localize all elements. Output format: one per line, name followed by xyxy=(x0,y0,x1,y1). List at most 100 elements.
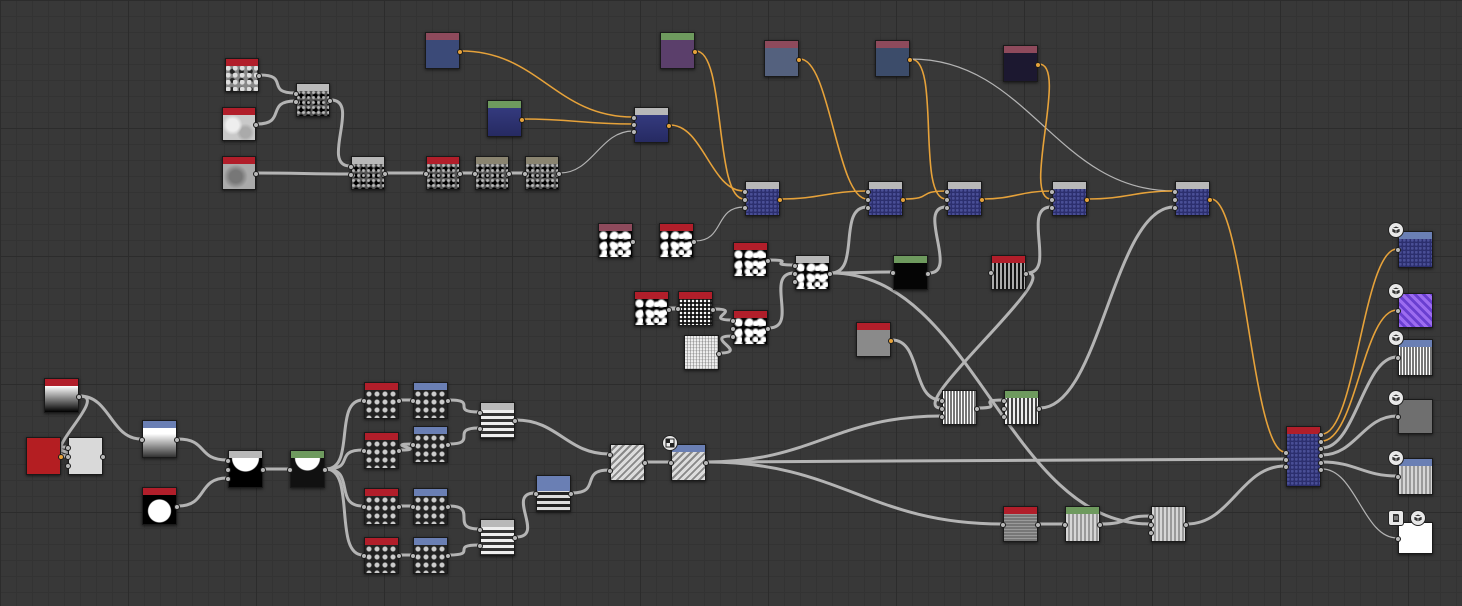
output-port[interactable] xyxy=(457,49,463,55)
output-node-basecolor[interactable] xyxy=(1395,231,1433,268)
input-port[interactable] xyxy=(361,504,367,510)
input-port[interactable] xyxy=(730,326,736,332)
input-port[interactable] xyxy=(1283,450,1289,456)
connection-wire[interactable] xyxy=(447,426,481,446)
tile-node-1b[interactable] xyxy=(410,382,451,419)
output-port[interactable] xyxy=(765,326,771,332)
output-port[interactable] xyxy=(445,504,451,510)
output-port[interactable] xyxy=(512,418,518,424)
input-port[interactable] xyxy=(225,467,231,473)
connection-wire[interactable] xyxy=(933,271,1035,410)
input-port[interactable] xyxy=(477,410,483,416)
output-port[interactable] xyxy=(1318,432,1324,438)
input-port[interactable] xyxy=(865,205,871,211)
material-node[interactable] xyxy=(1283,426,1324,487)
crumple-node[interactable] xyxy=(684,335,722,370)
connection-wire[interactable] xyxy=(176,476,229,508)
warp-node-wave-c[interactable] xyxy=(533,475,574,512)
output-port[interactable] xyxy=(710,307,716,313)
output-port[interactable] xyxy=(716,351,722,357)
output-port[interactable] xyxy=(322,467,328,473)
input-port[interactable] xyxy=(939,414,945,420)
connection-wire[interactable] xyxy=(694,206,745,242)
input-port[interactable] xyxy=(792,263,798,269)
output-port[interactable] xyxy=(382,171,388,177)
input-port[interactable] xyxy=(1001,414,1007,420)
output-port[interactable] xyxy=(1036,406,1042,412)
connection-wire[interactable] xyxy=(514,491,537,539)
input-port[interactable] xyxy=(742,189,748,195)
connection-wire[interactable] xyxy=(669,124,745,192)
input-port[interactable] xyxy=(607,468,613,474)
output-port[interactable] xyxy=(556,171,562,177)
connection-wire[interactable] xyxy=(767,258,796,267)
gradient-node-linear[interactable] xyxy=(44,378,82,413)
input-port[interactable] xyxy=(1283,457,1289,463)
levels-node-olive-a[interactable] xyxy=(472,156,512,190)
blend-node-final[interactable] xyxy=(1148,506,1189,542)
connection-wire[interactable] xyxy=(712,307,734,322)
input-port[interactable] xyxy=(477,426,483,432)
input-port[interactable] xyxy=(988,270,994,276)
tile-node-2a[interactable] xyxy=(361,432,402,469)
connection-wire[interactable] xyxy=(570,468,611,495)
input-port[interactable] xyxy=(944,205,950,211)
output-port[interactable] xyxy=(174,437,180,443)
noise-node-c[interactable] xyxy=(222,156,259,190)
output-port[interactable] xyxy=(888,338,894,344)
output-port[interactable] xyxy=(1084,197,1090,203)
output-port[interactable] xyxy=(1035,62,1041,68)
connection-wire[interactable] xyxy=(890,338,943,402)
levels-node-halfdisc[interactable] xyxy=(287,450,328,488)
output-port[interactable] xyxy=(692,49,698,55)
input-port[interactable] xyxy=(361,553,367,559)
output-port[interactable] xyxy=(979,197,985,203)
tile-node-2b[interactable] xyxy=(410,426,451,463)
uniform-node-red[interactable] xyxy=(26,437,64,475)
tile-node-3a[interactable] xyxy=(361,488,402,525)
output-node-ao[interactable] xyxy=(1395,522,1433,554)
gradient-node-soft[interactable] xyxy=(139,420,180,458)
warp-node-stripes[interactable] xyxy=(988,255,1029,290)
connection-wire[interactable] xyxy=(324,398,365,471)
warp-node-wave-b[interactable] xyxy=(477,519,518,556)
splat-node-a[interactable] xyxy=(598,223,636,258)
noise-node-a[interactable] xyxy=(225,58,262,92)
warp-node-wave-a[interactable] xyxy=(477,402,518,439)
input-port[interactable] xyxy=(410,553,416,559)
input-port[interactable] xyxy=(944,189,950,195)
levels-node-black[interactable] xyxy=(890,255,931,290)
input-port[interactable] xyxy=(477,527,483,533)
output-port[interactable] xyxy=(1318,467,1324,473)
output-port[interactable] xyxy=(174,504,180,510)
connection-wire[interactable] xyxy=(398,442,414,452)
connection-wire[interactable] xyxy=(514,418,611,456)
input-port[interactable] xyxy=(65,454,71,460)
blend-node-grunge-2[interactable] xyxy=(348,156,388,190)
input-port[interactable] xyxy=(1001,398,1007,404)
blend-node-chain-1[interactable] xyxy=(742,181,783,216)
connection-wire[interactable] xyxy=(1038,63,1052,200)
input-port[interactable] xyxy=(1172,189,1178,195)
output-port[interactable] xyxy=(506,171,512,177)
output-port[interactable] xyxy=(396,448,402,454)
connection-wire[interactable] xyxy=(1210,198,1286,453)
noise-node-b[interactable] xyxy=(222,107,259,141)
tile-node-1a[interactable] xyxy=(361,382,402,419)
blend-node-chain-3[interactable] xyxy=(944,181,985,216)
connection-wire[interactable] xyxy=(447,398,481,414)
output-port[interactable] xyxy=(925,271,931,277)
connection-wire[interactable] xyxy=(447,504,481,531)
connection-wire[interactable] xyxy=(1038,205,1176,410)
blend-node-navy-b[interactable] xyxy=(631,107,672,143)
tile-node-3b[interactable] xyxy=(410,488,451,525)
connection-wire[interactable] xyxy=(927,205,948,275)
connection-wire[interactable] xyxy=(447,543,481,557)
output-port[interactable] xyxy=(445,553,451,559)
connection-wire[interactable] xyxy=(695,50,745,200)
output-port[interactable] xyxy=(765,258,771,264)
output-port[interactable] xyxy=(900,197,906,203)
output-port[interactable] xyxy=(396,504,402,510)
output-port[interactable] xyxy=(253,171,259,177)
blend-node-grunge[interactable] xyxy=(293,83,333,117)
